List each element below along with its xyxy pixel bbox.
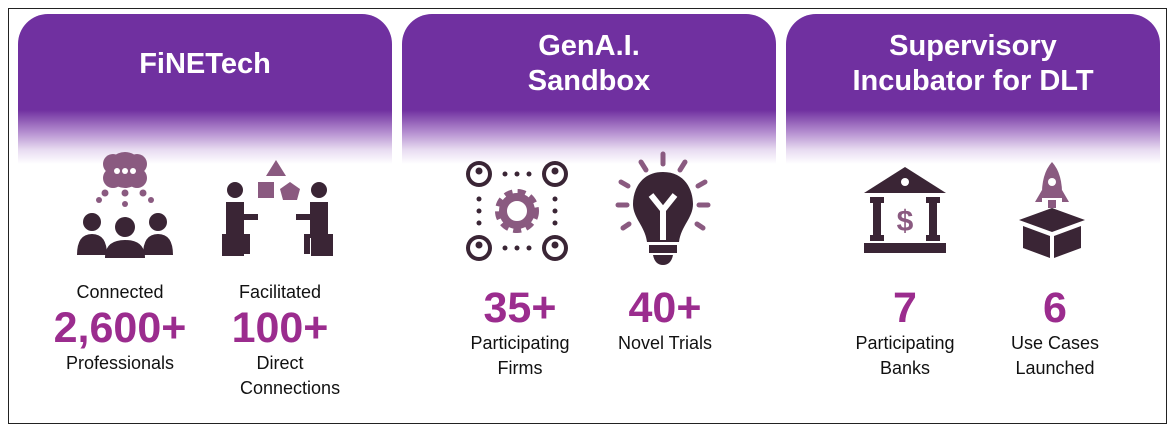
stat-use-cases-launched: 6 Use Cases Launched bbox=[970, 285, 1140, 381]
panel-title: GenA.I. Sandbox bbox=[527, 30, 651, 97]
stat-bottom-label: Professionals bbox=[65, 353, 175, 373]
stat-bottom-label: Novel Trials bbox=[617, 333, 713, 353]
stat-bottom-label: Participating Firms bbox=[470, 333, 570, 378]
panel-genai-sandbox: GenA.I. Sandbox bbox=[402, 14, 776, 164]
panel-title: Supervisory Incubator for DLT bbox=[852, 30, 1094, 97]
network-gear-icon bbox=[466, 161, 568, 261]
rocket-box-icon bbox=[1019, 162, 1085, 258]
panel-finetech: FiNETech bbox=[18, 14, 392, 164]
stat-bottom-label: Use Cases Launched bbox=[1010, 333, 1100, 378]
collaboration-icon bbox=[222, 160, 333, 256]
stat-direct-connections: Facilitated 100+ Direct Connections bbox=[195, 280, 365, 401]
stat-novel-trials: 40+ Novel Trials bbox=[580, 285, 750, 356]
panel-title: FiNETech bbox=[139, 47, 271, 80]
group-chat-icon bbox=[77, 152, 173, 258]
stat-top-label: Facilitated bbox=[238, 282, 322, 302]
stat-value: 6 bbox=[1043, 284, 1067, 332]
lightbulb-icon bbox=[615, 151, 711, 265]
stat-value: 7 bbox=[893, 284, 917, 332]
stat-bottom-label: Direct Connections bbox=[240, 353, 341, 398]
outer-border bbox=[8, 8, 1167, 424]
svg-text:$: $ bbox=[897, 205, 914, 238]
stat-value: 40+ bbox=[628, 284, 702, 332]
stat-value: 2,600+ bbox=[53, 304, 187, 352]
panel-supervisory-incubator: Supervisory Incubator for DLT bbox=[786, 14, 1160, 164]
stat-participating-firms: 35+ Participating Firms bbox=[435, 285, 605, 381]
stat-value: 35+ bbox=[483, 284, 557, 332]
stat-participating-banks: 7 Participating Banks bbox=[820, 285, 990, 381]
bank-icon: $ bbox=[864, 167, 946, 253]
stat-value: 100+ bbox=[231, 304, 329, 352]
stat-bottom-label: Participating Banks bbox=[855, 333, 955, 378]
stat-top-label: Connected bbox=[76, 282, 164, 302]
stat-connected-professionals: Connected 2,600+ Professionals bbox=[35, 280, 205, 376]
